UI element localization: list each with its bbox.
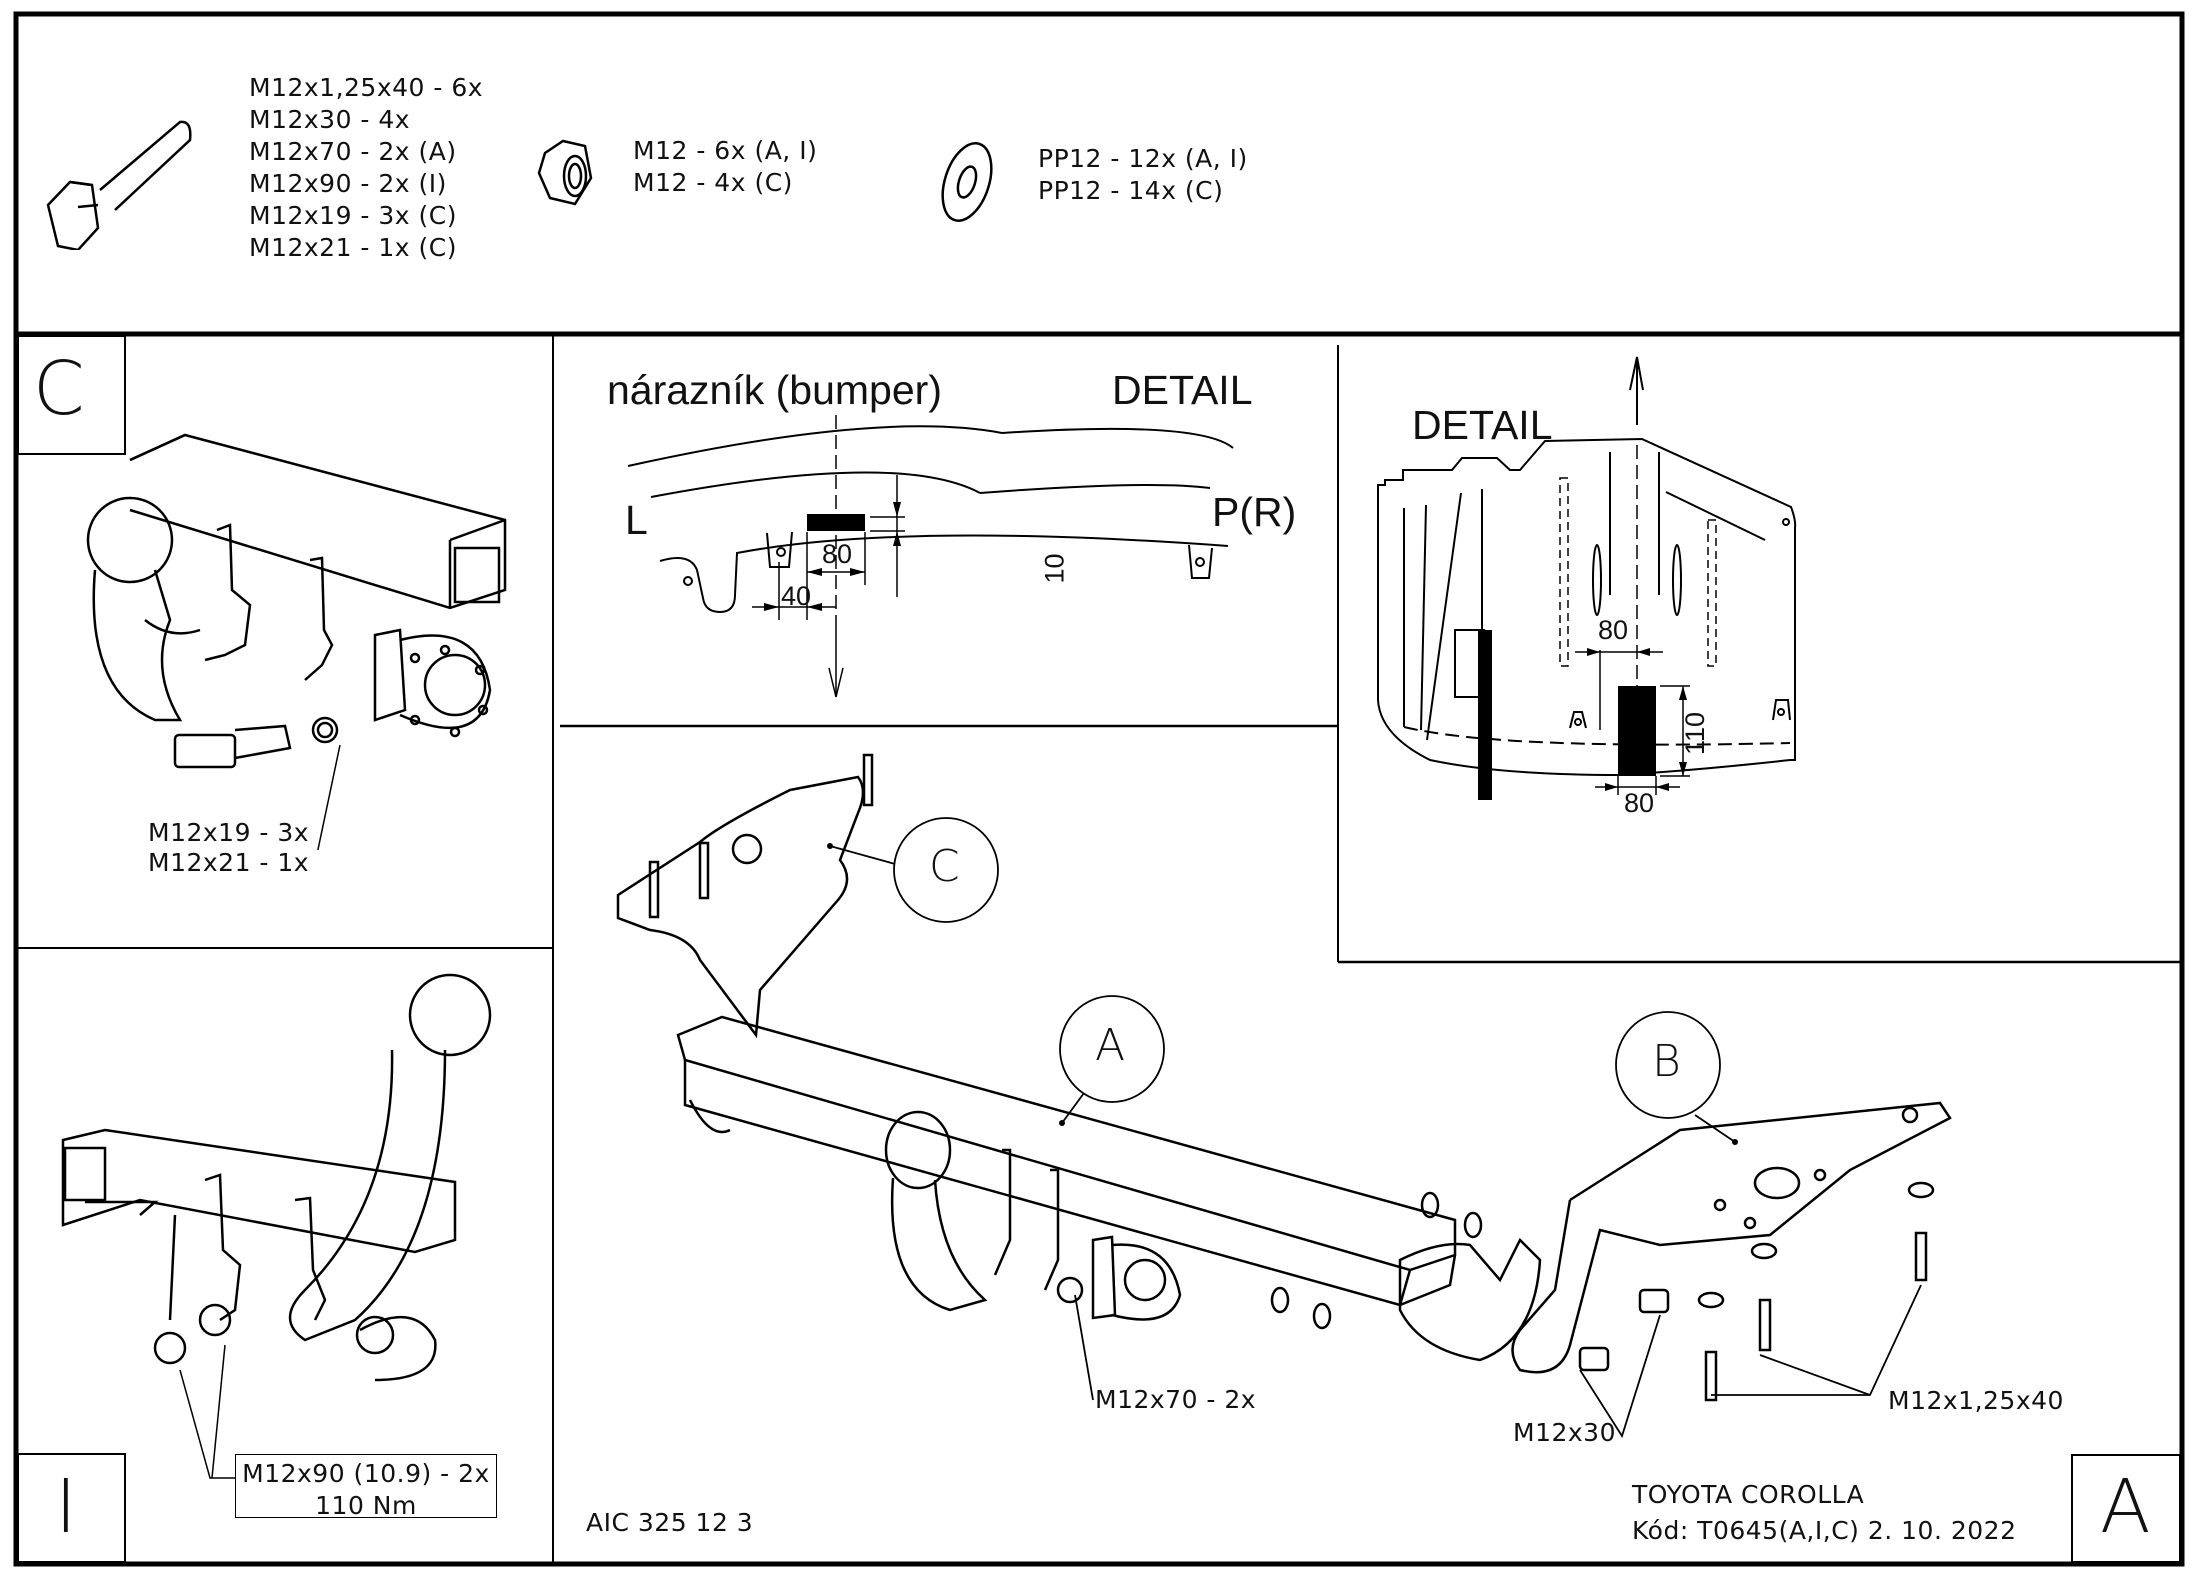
tow-ball-icon — [884, 1110, 952, 1190]
bolt-item: M12x19 - 3x (C) — [249, 201, 458, 230]
panel-i-letter: I — [55, 1464, 77, 1550]
callout-c: C — [929, 841, 960, 892]
panel-i-drawing — [61, 973, 492, 1382]
part-code-date: Kód: T0645(A,I,C) 2. 10. 2022 — [1632, 1516, 2017, 1545]
rear-dim-80-top: 80 — [1598, 615, 1629, 645]
dim-40: 40 — [781, 581, 812, 611]
callout-a: A — [1095, 1020, 1126, 1071]
vehicle-model: TOYOTA COROLLA — [1632, 1480, 1865, 1509]
panel-i-label-bolt: M12x90 (10.9) - 2x — [242, 1459, 490, 1488]
label-m12x70: M12x70 - 2x — [1095, 1385, 1257, 1414]
panel-i-label-box: M12x90 (10.9) - 2x 110 Nm — [235, 1454, 497, 1520]
label-m12x125x40: M12x1,25x40 — [1888, 1386, 2064, 1415]
washer-item: PP12 - 12x (A, I) — [1038, 144, 1248, 173]
panel-c-label: M12x19 - 3x — [148, 818, 310, 847]
nut-item: M12 - 4x (C) — [633, 168, 793, 197]
drawing-code: AIC 325 12 3 — [586, 1508, 754, 1537]
hex-bolt-icon — [46, 120, 192, 250]
label-m12x30: M12x30 — [1513, 1418, 1616, 1447]
hex-nut-icon — [537, 139, 593, 206]
tow-ball-icon — [408, 973, 492, 1057]
bumper-title: nárazník (bumper) — [607, 367, 942, 413]
callout-circle-a — [1059, 995, 1165, 1103]
bolt-item: M12x30 - 4x — [249, 105, 411, 134]
panel-c-drawing — [86, 433, 507, 850]
callout-circle-b — [1615, 1011, 1721, 1119]
dim-80: 80 — [822, 539, 853, 569]
rear-dim-80-bottom: 80 — [1624, 788, 1655, 818]
bumper-left-label: L — [625, 497, 648, 543]
bolt-item: M12x21 - 1x (C) — [249, 233, 458, 262]
callout-circle-c — [893, 817, 999, 923]
panel-i-label-torque: 110 Nm — [315, 1491, 417, 1520]
rear-detail-label: DETAIL — [1412, 402, 1553, 448]
bumper-right-label: P(R) — [1212, 489, 1297, 535]
bolt-item: M12x1,25x40 - 6x — [249, 73, 484, 102]
panel-c-letter: C — [33, 346, 85, 432]
callout-b: B — [1652, 1036, 1681, 1087]
washer-item: PP12 - 14x (C) — [1038, 176, 1224, 205]
tow-ball-icon — [86, 496, 174, 584]
bolt-item: M12x90 - 2x (I) — [249, 169, 447, 198]
bumper-detail-label: DETAIL — [1112, 367, 1253, 413]
washer-icon — [941, 142, 993, 222]
panel-a-letter: A — [2100, 1464, 2151, 1550]
panel-c-label: M12x21 - 1x — [148, 848, 310, 877]
nut-item: M12 - 6x (A, I) — [633, 136, 818, 165]
bolt-item: M12x70 - 2x (A) — [249, 137, 457, 166]
